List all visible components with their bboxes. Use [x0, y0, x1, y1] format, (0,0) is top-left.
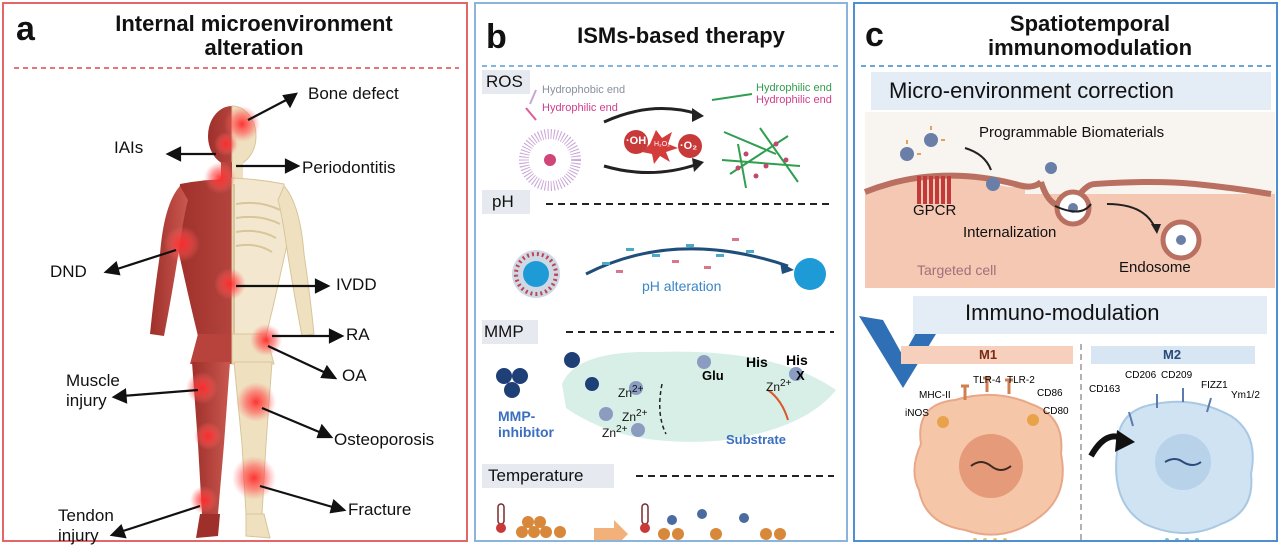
- substrate-label: Substrate: [726, 432, 786, 447]
- panel-letter: b: [486, 18, 507, 56]
- marker-inos: iNOS: [905, 408, 929, 419]
- label-fracture: Fracture: [348, 500, 412, 519]
- section-label-ph: pH: [492, 192, 514, 211]
- zn-text: Zn: [618, 386, 633, 400]
- title-line-1: Internal microenvironment: [115, 11, 393, 36]
- label-periodontitis: Periodontitis: [302, 158, 396, 177]
- receptor-icon: [917, 176, 951, 204]
- marker-cd86: CD86: [1037, 388, 1063, 399]
- thermometer-icon: [640, 503, 650, 533]
- body-illustration: [14, 67, 459, 539]
- zn-text: Zn: [766, 380, 781, 394]
- section-label-mmp: MMP: [484, 322, 524, 341]
- enzyme-pocket: [562, 351, 836, 442]
- title-line-2: immunomodulation: [987, 35, 1193, 60]
- zn-ion-label: Zn2+: [602, 424, 627, 440]
- label-oa: OA: [342, 366, 367, 385]
- disassembled-micelle: [721, 127, 801, 189]
- internalization-label: Internalization: [963, 224, 1057, 241]
- zn-charge: 2+: [636, 408, 648, 419]
- label-line: Tendon: [58, 506, 114, 525]
- x-label: X: [796, 368, 805, 383]
- label-osteoporosis: Osteoporosis: [334, 430, 435, 449]
- marker-cd206: CD206: [1125, 370, 1157, 381]
- gpcr-label: GPCR: [913, 202, 957, 219]
- m2-label: M2: [1163, 347, 1182, 362]
- left-arm: [150, 186, 188, 336]
- title-line-2: alteration: [204, 35, 304, 60]
- zn-ion-label: Zn2+: [618, 384, 643, 400]
- immuno-modulation-heading: Immuno-modulation: [965, 300, 1160, 325]
- zn-text: Zn: [602, 426, 617, 440]
- label-line: MMP-: [498, 408, 536, 424]
- label-line: inhibitor: [498, 424, 554, 440]
- label-dnd: DND: [50, 262, 87, 281]
- mmp-inhibitor-label: MMP- inhibitor: [498, 408, 554, 440]
- zn-text: Zn: [622, 410, 637, 424]
- m1-label: M1: [979, 347, 998, 362]
- label-muscle-injury: Muscle injury: [66, 371, 120, 411]
- hydrophilic-end-green-label: Hydrophilic end: [756, 82, 832, 94]
- marker-ym1-2: Ym1/2: [1231, 390, 1260, 401]
- zn-ion-label: Zn2+: [622, 408, 647, 424]
- zn-ion-label: Zn2+: [766, 378, 791, 394]
- panel-internal-microenvironment: a Internal microenvironment alteration: [2, 2, 468, 545]
- endosome-label: Endosome: [1119, 259, 1191, 276]
- label-bone-defect: Bone defect: [308, 84, 399, 103]
- panel-title: ISMs-based therapy: [577, 23, 785, 48]
- glu-label: Glu: [702, 368, 724, 383]
- thermometer-icon: [496, 503, 506, 533]
- hydrophilic-end-label: Hydrophilic end: [542, 102, 618, 114]
- ph-nanoparticle: [512, 250, 560, 298]
- marker-cd209: CD209: [1161, 370, 1193, 381]
- arrow-icon: [594, 520, 628, 540]
- micro-environment-heading: Micro-environment correction: [889, 78, 1174, 103]
- label-tendon-injury: Tendon injury: [58, 506, 114, 546]
- oh-radical-label: ·OH: [626, 135, 647, 147]
- label-line: injury: [66, 391, 107, 410]
- label-ivdd: IVDD: [336, 275, 377, 294]
- o2-radical-label: ·O₂: [680, 140, 698, 152]
- mmp-inhibitor-spheres: [496, 352, 599, 398]
- section-label-temperature: Temperature: [488, 466, 584, 485]
- micelle: [519, 89, 581, 191]
- targeted-cell-label: Targeted cell: [917, 262, 997, 278]
- marker-tlr-2: TLR-2: [1007, 375, 1035, 386]
- zn-charge: 2+: [780, 378, 792, 389]
- pointer-arrows: [103, 92, 347, 539]
- marker-fizz1: FIZZ1: [1201, 380, 1228, 391]
- label-line: Muscle: [66, 371, 120, 390]
- released-core: [794, 258, 826, 290]
- label-iais: IAIs: [114, 138, 144, 157]
- section-label-ros: ROS: [486, 72, 523, 91]
- title-line-1: Spatiotemporal: [1009, 11, 1171, 36]
- zn-charge: 2+: [632, 384, 644, 395]
- immunomodulation-illustration: [859, 65, 1275, 540]
- panel-title: Internal microenvironment alteration: [64, 12, 444, 60]
- his-label: His: [746, 354, 768, 370]
- label-line: injury: [58, 526, 99, 545]
- panel-letter: a: [16, 10, 35, 48]
- panel-isms-therapy: b ISMs-based therapy: [474, 2, 848, 542]
- marker-cd80: CD80: [1043, 406, 1069, 417]
- marker-tlr-4: TLR-4: [973, 375, 1001, 386]
- panel-title: Spatiotemporal immunomodulation: [905, 12, 1275, 60]
- ph-alteration-label: pH alteration: [642, 278, 722, 294]
- panel-letter: c: [865, 16, 884, 54]
- panel-spatiotemporal-immunomodulation: c Spatiotemporal immunomodulation: [853, 2, 1278, 542]
- programmable-biomaterials-label: Programmable Biomaterials: [979, 124, 1165, 141]
- marker-mhc-ii: MHC-II: [919, 390, 951, 401]
- his-label: His: [786, 352, 808, 368]
- hydrophobic-end-label: Hydrophobic end: [542, 84, 626, 96]
- h2o2-label: H₂O₂: [654, 141, 670, 148]
- marker-cd163: CD163: [1089, 384, 1121, 395]
- label-ra: RA: [346, 325, 370, 344]
- zn-charge: 2+: [616, 424, 628, 435]
- therapy-illustration: [482, 65, 840, 540]
- hydrophilic-end-pink-label: Hydrophilic end: [756, 94, 832, 106]
